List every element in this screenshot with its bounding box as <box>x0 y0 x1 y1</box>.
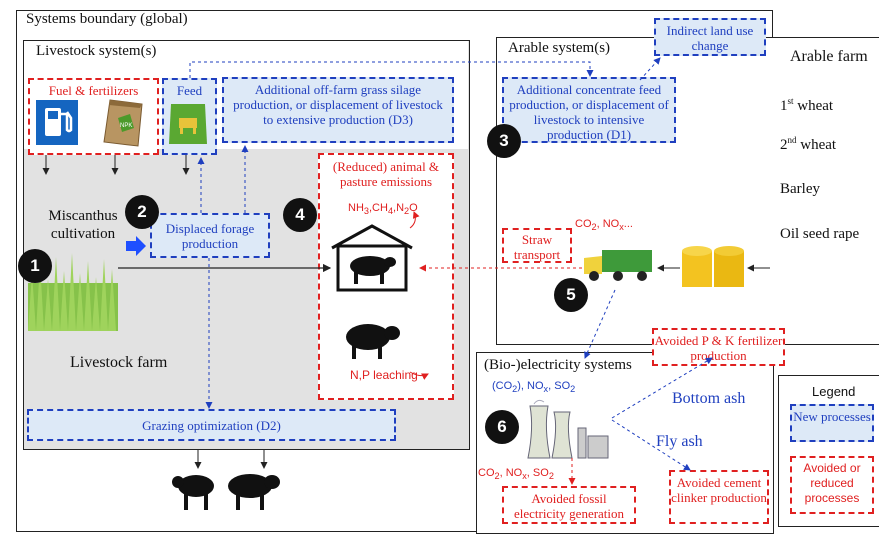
miscanthus-label: Miscanthus cultivation <box>48 208 118 242</box>
fuel-pump-icon <box>36 100 78 145</box>
barn-icon <box>328 222 416 292</box>
fertilizer-bag-icon: NPK <box>96 94 152 150</box>
crop-oilseed-rape: Oil seed rape <box>780 226 860 242</box>
step-2-marker: 2 <box>125 195 159 229</box>
livestock-system-label: Livestock system(s) <box>36 43 157 59</box>
stack-emissions: CO2, NOx, SO2 <box>478 467 554 482</box>
concentrate-d1-box: Additional concentrate feed production, … <box>502 77 676 143</box>
bottom-ash-label: Bottom ash <box>672 390 746 407</box>
bioelectricity-label: (Bio-)electricity systems <box>484 357 632 373</box>
avoided-pk-box: Avoided P & K fertilizer production <box>652 328 785 366</box>
legend-title: Legend <box>812 384 856 399</box>
legend-new-processes: New processes <box>790 404 874 442</box>
avoided-cement-box: Avoided cement clinker production <box>669 470 769 524</box>
arable-system-label: Arable system(s) <box>508 40 611 56</box>
systems-boundary-label: Systems boundary (global) <box>26 11 188 27</box>
sheep-icon <box>338 315 404 363</box>
elec-emissions: (CO2), NOx, SO2 <box>492 380 576 395</box>
step-1-marker: 1 <box>18 249 52 283</box>
svg-text:NPK: NPK <box>120 123 132 129</box>
step-4-marker: 4 <box>283 198 317 232</box>
livestock-farm-label: Livestock farm <box>70 354 168 371</box>
crop-1st-wheat: 1st wheat <box>780 96 834 114</box>
arable-farm-title: Arable farm <box>790 48 868 65</box>
np-leaching-label: N,P leaching <box>350 368 418 382</box>
cattle-icon <box>172 468 282 512</box>
step-3-marker: 3 <box>487 124 521 158</box>
avoided-fossil-box: Avoided fossil electricity generation <box>502 486 636 524</box>
crop-2nd-wheat: 2nd wheat <box>780 135 837 153</box>
feed-label: Feed <box>176 83 203 98</box>
truck-icon <box>582 246 654 284</box>
fly-ash-label: Fly ash <box>656 433 703 450</box>
fuel-fertilizers-label: Fuel & fertilizers <box>48 83 139 98</box>
arable-farm-panel <box>770 37 879 345</box>
step-6-marker: 6 <box>485 410 519 444</box>
legend-avoided: Avoided or reduced processes <box>790 456 874 514</box>
straw-transport-box: Straw transport <box>502 228 572 263</box>
emission-formula: NH3,CH4,N2O <box>348 202 418 217</box>
hay-bale-icon <box>680 245 746 289</box>
grazing-d2-box: Grazing optimization (D2) <box>27 409 396 441</box>
power-plant-icon <box>524 398 614 460</box>
reduced-emissions-label: (Reduced) animal & pasture emissions <box>332 159 440 189</box>
crop-barley: Barley <box>780 181 820 197</box>
transport-emissions: CO2, NOx... <box>575 218 633 233</box>
indirect-land-use-box: Indirect land use change <box>654 18 766 56</box>
feed-bag-icon <box>167 100 209 148</box>
grass-icon <box>28 243 118 331</box>
displaced-forage-box: Displaced forage production <box>150 213 270 258</box>
step-5-marker: 5 <box>554 278 588 312</box>
offfarm-d3-box: Additional off-farm grass silage product… <box>222 77 454 143</box>
